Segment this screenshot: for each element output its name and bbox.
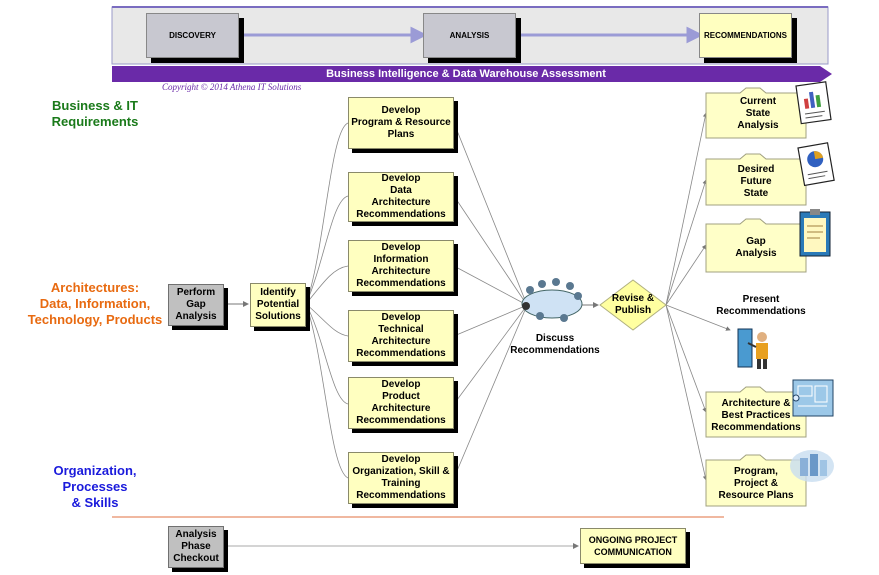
develop-data-box: Develop Data Architecture Recommendation… — [348, 172, 454, 222]
deliverable-program-plans: Program, Project & Resource Plans — [718, 466, 794, 501]
phase-arrows — [240, 26, 704, 44]
ongoing-communication-box: ONGOING PROJECT COMMUNICATION — [580, 528, 686, 564]
deliverable-gap-analysis: Gap Analysis — [735, 236, 777, 259]
deliverable-folders — [705, 87, 807, 507]
develop-product-box: Develop Product Architecture Recommendat… — [348, 377, 454, 429]
analysis-phase-checkout-box: Analysis Phase Checkout — [168, 526, 224, 568]
fan-out-lines — [305, 122, 349, 479]
revise-publish-diamond — [599, 279, 667, 331]
clipboard-icon — [799, 209, 831, 257]
identify-solutions-box: Identify Potential Solutions — [250, 283, 306, 327]
present-recommendations-label: Present Recommendations — [716, 294, 806, 317]
business-requirements-label: Business & IT Requirements — [51, 98, 139, 129]
meeting-icon — [521, 278, 583, 322]
plans-icon — [790, 450, 834, 482]
perform-gap-analysis-box: Perform Gap Analysis — [168, 284, 224, 326]
phase-recommendations: RECOMMENDATIONS — [699, 13, 792, 58]
organization-label: Organization, Processes & Skills — [53, 463, 137, 510]
chart-document-icon — [795, 81, 832, 125]
banner-arrow — [112, 66, 832, 82]
deliverable-lines — [665, 112, 731, 481]
phase-discovery: DISCOVERY — [146, 13, 239, 58]
fan-in-lines — [453, 122, 526, 479]
copyright-text: Copyright © 2014 Athena IT Solutions — [162, 82, 302, 92]
develop-technical-box: Develop Technical Architecture Recommend… — [348, 310, 454, 362]
discuss-recommendations-label: Discuss Recommendations — [510, 333, 600, 356]
revise-publish-label: Revise & Publish — [611, 293, 655, 316]
banner-title: Business Intelligence & Data Warehouse A… — [326, 68, 606, 80]
develop-organization-box: Develop Organization, Skill & Training R… — [348, 452, 454, 504]
develop-information-box: Develop Information Architecture Recomme… — [348, 240, 454, 292]
deliverable-current-state: Current State Analysis — [737, 96, 779, 131]
pie-document-icon — [797, 142, 835, 187]
blueprint-icon — [792, 379, 834, 417]
develop-program-box: Develop Program & Resource Plans — [348, 97, 454, 149]
deliverable-desired-future: Desired Future State — [737, 164, 775, 199]
phase-analysis: ANALYSIS — [423, 13, 516, 58]
deliverable-architecture: Architecture & Best Practices Recommenda… — [711, 398, 801, 433]
presenter-icon — [737, 328, 768, 369]
architectures-label: Architectures: Data, Information, Techno… — [27, 280, 163, 327]
